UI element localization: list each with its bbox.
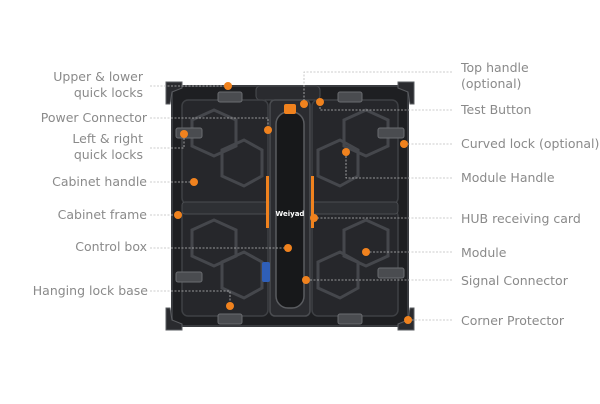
callout-dot-module <box>362 248 370 256</box>
callout-dot-upper-lower-quick-locks <box>224 82 232 90</box>
brand-logo: Weiyad <box>276 210 305 218</box>
label-test-button: Test Button <box>461 102 532 117</box>
callout-dot-cabinet-frame <box>174 211 182 219</box>
label-left-right-quick-locks: Left & right quick locks <box>72 131 143 162</box>
test-button <box>284 104 296 114</box>
quick-lock-bottom-right <box>337 313 363 325</box>
callout-dot-corner-protector <box>404 316 412 324</box>
leader-line-module-handle <box>345 152 452 179</box>
callout-dot-cabinet-handle <box>190 178 198 186</box>
label-corner-protector: Corner Protector <box>461 313 565 328</box>
callout-dot-top-handle <box>300 100 308 108</box>
callout-dot-hub-receiving-card <box>310 214 318 222</box>
callout-dot-module-handle <box>342 148 350 156</box>
callout-dot-signal-connector <box>302 276 310 284</box>
quick-lock-left-bottom <box>175 271 203 283</box>
quick-lock-right-top <box>377 127 405 139</box>
rail-accent-right <box>311 176 314 228</box>
rail-accent-left <box>266 176 269 228</box>
callout-dot-control-box <box>284 244 292 252</box>
label-cabinet-frame: Cabinet frame <box>57 207 147 222</box>
leader-line-top-handle <box>303 71 452 104</box>
quick-lock-top-right <box>337 91 363 103</box>
callout-dot-curved-lock <box>400 140 408 148</box>
label-control-box: Control box <box>75 239 147 254</box>
label-upper-lower-quick-locks: Upper & lower quick locks <box>53 69 143 100</box>
label-cabinet-handle: Cabinet handle <box>52 174 147 189</box>
corner-protector-top-right <box>397 81 415 105</box>
corner-protector-top-left <box>165 81 183 105</box>
label-power-connector: Power Connector <box>40 110 147 125</box>
callout-dot-power-connector <box>264 126 272 134</box>
callout-dot-hanging-lock-base <box>226 302 234 310</box>
label-hub-receiving-card: HUB receiving card <box>461 211 581 226</box>
label-module-handle: Module Handle <box>461 170 555 185</box>
callout-dot-left-right-quick-locks <box>180 130 188 138</box>
quick-lock-bottom-left <box>217 313 243 325</box>
leader-lines <box>150 71 452 324</box>
label-signal-connector: Signal Connector <box>461 273 568 288</box>
quick-lock-right-bottom <box>377 267 405 279</box>
signal-connector-blue <box>262 262 270 282</box>
label-hanging-lock-base: Hanging lock base <box>32 283 148 298</box>
quick-lock-top-left <box>217 91 243 103</box>
corner-protector-bottom-left <box>165 307 183 331</box>
top-handle <box>255 85 321 101</box>
label-curved-lock: Curved lock (optional) <box>461 136 600 151</box>
leader-line-left-right-quick-locks <box>150 134 185 149</box>
callout-dot-test-button <box>316 98 324 106</box>
quick-lock-left-top <box>175 127 203 139</box>
label-top-handle: Top handle (optional) <box>461 60 529 91</box>
label-module: Module <box>461 245 507 260</box>
